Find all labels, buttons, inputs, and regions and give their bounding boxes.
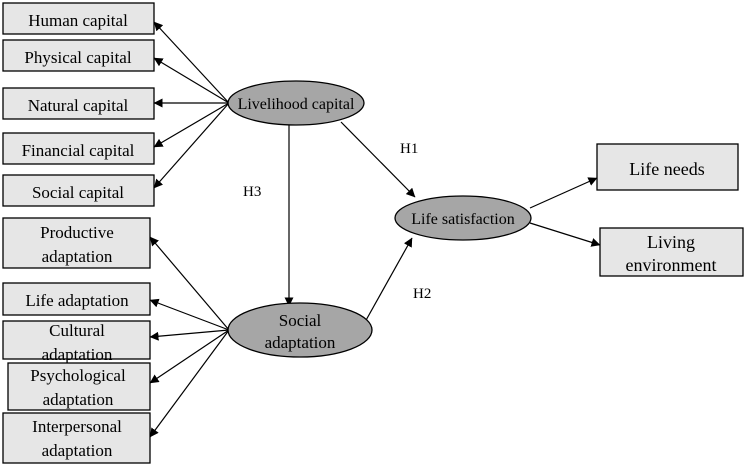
life-satisfaction-label: Life satisfaction: [411, 211, 515, 228]
physical-capital-label: Physical capital: [24, 48, 131, 67]
human-capital-label: Human capital: [28, 11, 128, 30]
arrow-social-adaptation-to-psychological: [149, 329, 230, 384]
psychological-adaptation-label-line1: Psychological: [30, 366, 126, 385]
natural-capital-label: Natural capital: [28, 96, 129, 115]
arrow-social-adaptation-to-productive: [149, 236, 230, 331]
living-environment-label-line1: Living: [647, 232, 695, 252]
life-needs-box: Life needs: [596, 143, 739, 191]
arrow-life-satisfaction-to-life-needs: [529, 177, 598, 209]
life-adaptation-box: Life adaptation: [2, 282, 151, 316]
hypothesis-h2-label: H2: [413, 286, 431, 302]
life-needs-label: Life needs: [629, 159, 704, 179]
living-environment-label-line2: environment: [626, 255, 717, 275]
social-adaptation-label-line1: Social: [279, 311, 322, 330]
arrow-life-satisfaction-to-living-environment: [529, 222, 601, 247]
arrow-social-adaptation-to-life: [149, 298, 230, 331]
human-capital-box: Human capital: [2, 2, 155, 35]
interpersonal-adaptation-box: Interpersonal adaptation: [2, 412, 151, 464]
living-environment-box: Living environment: [599, 227, 744, 277]
livelihood-capital-label: Livelihood capital: [238, 96, 355, 113]
interpersonal-adaptation-label-line2: adaptation: [42, 441, 113, 460]
financial-capital-label: Financial capital: [22, 141, 135, 160]
hypothesis-h3-label: H3: [243, 184, 261, 200]
cultural-adaptation-label-line1: Cultural: [49, 321, 105, 340]
arrow-h2-social-adaptation-to-life-satisfaction: [364, 237, 413, 323]
arrow-h1-livelihood-to-life-satisfaction: [340, 121, 416, 198]
arrow-social-adaptation-to-cultural: [149, 329, 230, 341]
natural-capital-box: Natural capital: [2, 87, 155, 120]
financial-capital-box: Financial capital: [2, 132, 155, 165]
psychological-adaptation-box: Psychological adaptation: [7, 362, 151, 411]
life-satisfaction-node: Life satisfaction: [394, 195, 532, 241]
social-capital-label: Social capital: [32, 183, 124, 202]
arrow-livelihood-to-human-capital: [153, 21, 230, 104]
arrow-social-adaptation-to-interpersonal: [149, 329, 230, 438]
arrow-livelihood-to-physical-capital: [153, 57, 230, 104]
cultural-adaptation-label-line2: adaptation: [42, 345, 113, 364]
psychological-adaptation-label-line2: adaptation: [43, 390, 114, 409]
physical-capital-box: Physical capital: [2, 39, 155, 72]
livelihood-capital-node: Livelihood capital: [227, 80, 365, 126]
productive-adaptation-label-line1: Productive: [40, 223, 114, 242]
hypothesis-h1-label: H1: [400, 141, 418, 157]
productive-adaptation-label-line2: adaptation: [42, 247, 113, 266]
interpersonal-adaptation-label-line1: Interpersonal: [32, 417, 122, 436]
arrow-livelihood-to-social-capital: [153, 102, 230, 189]
social-capital-box: Social capital: [2, 174, 155, 207]
cultural-adaptation-box: Cultural adaptation: [2, 320, 151, 364]
productive-adaptation-box: Productive adaptation: [2, 217, 151, 269]
life-adaptation-label: Life adaptation: [25, 291, 129, 310]
social-adaptation-label-line2: adaptation: [265, 333, 336, 352]
social-adaptation-node: Social adaptation: [227, 302, 373, 358]
arrow-livelihood-to-financial-capital: [153, 102, 230, 148]
